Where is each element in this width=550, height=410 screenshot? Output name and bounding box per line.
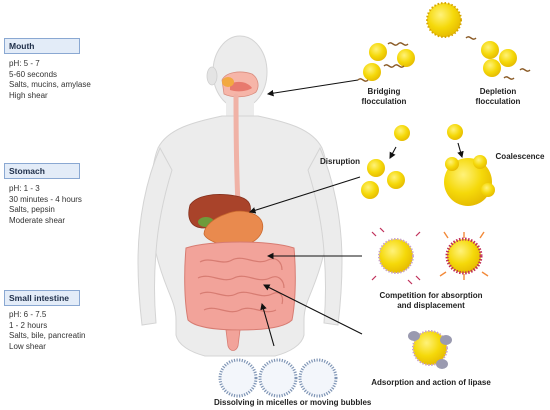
stage-title-mouth: Mouth	[4, 38, 80, 54]
stage-time: 5-60 seconds	[9, 69, 58, 79]
label-competition: Competition for absorption and displacem…	[379, 291, 483, 310]
disruption-droplets	[361, 125, 410, 199]
stage-ph: pH: 5 - 7	[9, 59, 40, 68]
stage-components: Salts, bile, pancreatin	[9, 331, 86, 340]
micelles	[218, 358, 338, 398]
stage-info-small-intestine: pH: 6 - 7.5 1 - 2 hours Salts, bile, pan…	[9, 310, 86, 352]
label-coalescence: Coalescence	[495, 152, 545, 161]
label-depletion-flocculation: Depletion flocculation	[475, 87, 521, 106]
bridging-flocculation-droplets	[357, 42, 415, 82]
depletion-flocculation-droplets	[465, 36, 531, 80]
stage-time: 30 minutes - 4 hours	[9, 194, 82, 204]
stage-components: Salts, pepsin	[9, 205, 55, 214]
stage-shear: Low shear	[9, 341, 46, 351]
label-micelles: Dissolving in micelles or moving bubbles	[214, 398, 372, 407]
stage-ph: pH: 6 - 7.5	[9, 310, 47, 319]
process-arrows	[248, 79, 464, 347]
large-intestine	[184, 241, 296, 331]
coalescence-droplets	[444, 124, 495, 206]
small-intestine	[197, 257, 285, 313]
mouth-organ	[221, 71, 259, 98]
label-disruption: Disruption	[320, 157, 360, 166]
stage-info-stomach: pH: 1 - 3 30 minutes - 4 hours Salts, pe…	[9, 184, 82, 226]
stage-shear: High shear	[9, 90, 48, 100]
stage-components: Salts, mucins, amylase	[9, 80, 91, 89]
stage-info-mouth: pH: 5 - 7 5-60 seconds Salts, mucins, am…	[9, 59, 91, 101]
lipase-droplet	[408, 330, 452, 369]
label-bridging-flocculation: Bridging flocculation	[361, 87, 407, 106]
rectum	[225, 329, 241, 351]
competition-droplets	[371, 227, 489, 285]
stage-title-small-intestine: Small intestine	[4, 290, 80, 306]
stage-shear: Moderate shear	[9, 215, 66, 225]
stage-title-stomach: Stomach	[4, 163, 80, 179]
free-droplet	[426, 2, 462, 38]
esophagus	[233, 93, 241, 208]
label-lipase: Adsorption and action of lipase	[371, 378, 491, 387]
stage-time: 1 - 2 hours	[9, 320, 48, 330]
stage-ph: pH: 1 - 3	[9, 184, 40, 193]
